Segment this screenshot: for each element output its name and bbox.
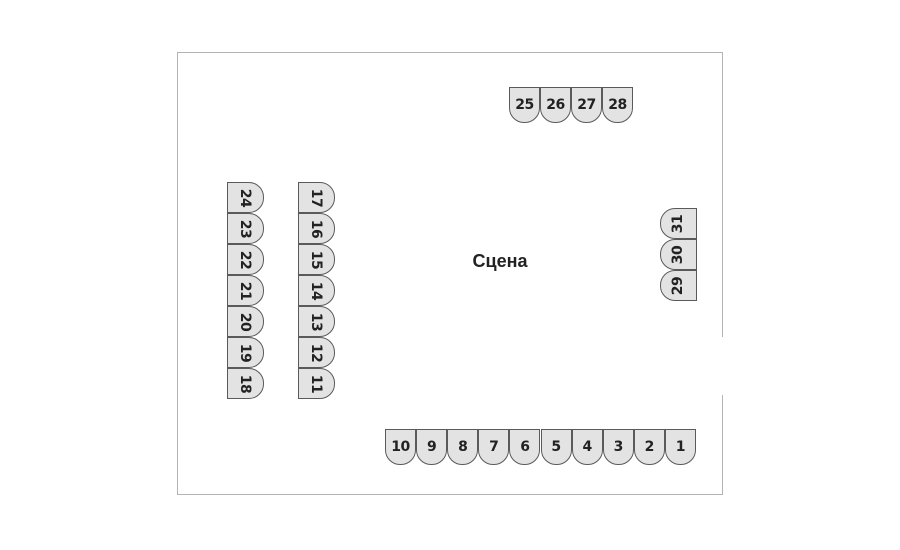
seat-22[interactable]: 22 [227,244,264,275]
seat-number: 7 [489,439,499,455]
seat-6[interactable]: 6 [509,429,541,465]
seat-5[interactable]: 5 [540,429,572,465]
seat-number: 14 [308,281,325,300]
seat-number: 18 [237,374,254,393]
seat-1[interactable]: 1 [664,429,696,465]
seat-number: 12 [308,343,325,362]
seat-number: 4 [582,439,592,455]
seat-14[interactable]: 14 [298,275,335,306]
seat-27[interactable]: 27 [571,87,602,123]
seat-8[interactable]: 8 [447,429,479,465]
seat-13[interactable]: 13 [298,306,335,337]
seat-number: 29 [670,276,687,295]
seat-number: 5 [551,439,561,455]
seat-16[interactable]: 16 [298,213,335,244]
seat-number: 30 [670,245,687,264]
seat-15[interactable]: 15 [298,244,335,275]
seat-24[interactable]: 24 [227,182,264,213]
seat-number: 19 [237,343,254,362]
seat-4[interactable]: 4 [571,429,603,465]
seat-number: 10 [391,439,410,455]
seat-7[interactable]: 7 [478,429,510,465]
seat-28[interactable]: 28 [602,87,633,123]
seat-number: 16 [308,219,325,238]
seat-number: 27 [577,97,596,113]
seat-number: 1 [675,439,686,455]
seat-number: 31 [670,214,687,233]
seat-number: 23 [237,219,254,238]
seat-10[interactable]: 10 [385,429,416,465]
seat-3[interactable]: 3 [602,429,634,465]
seat-number: 8 [458,439,468,455]
seat-18[interactable]: 18 [227,368,264,399]
seat-30[interactable]: 30 [660,239,697,270]
seat-number: 17 [308,188,325,207]
seat-number: 22 [237,250,254,269]
seat-19[interactable]: 19 [227,337,264,368]
seat-9[interactable]: 9 [416,429,448,465]
seat-number: 25 [515,97,534,113]
seat-number: 6 [520,439,530,455]
seat-23[interactable]: 23 [227,213,264,244]
seat-2[interactable]: 2 [633,429,665,465]
seat-number: 28 [608,97,627,113]
seat-11[interactable]: 11 [298,368,335,399]
seat-17[interactable]: 17 [298,182,335,213]
seat-29[interactable]: 29 [660,270,697,301]
seat-12[interactable]: 12 [298,337,335,368]
seat-number: 26 [546,97,565,113]
door-opening [718,337,728,395]
stage-label: Сцена [472,251,528,271]
seat-number: 15 [308,250,325,269]
seat-number: 3 [613,439,624,455]
seat-25[interactable]: 25 [509,87,540,123]
seat-number: 20 [237,312,254,331]
seat-number: 2 [644,439,655,455]
seat-31[interactable]: 31 [660,208,697,239]
seat-number: 21 [237,281,254,300]
room-outline [177,52,723,495]
seat-number: 11 [308,374,325,393]
seat-20[interactable]: 20 [227,306,264,337]
seat-21[interactable]: 21 [227,275,264,306]
seat-number: 24 [237,188,254,207]
seat-number: 9 [426,439,437,455]
seat-number: 13 [308,312,325,331]
seat-26[interactable]: 26 [540,87,571,123]
